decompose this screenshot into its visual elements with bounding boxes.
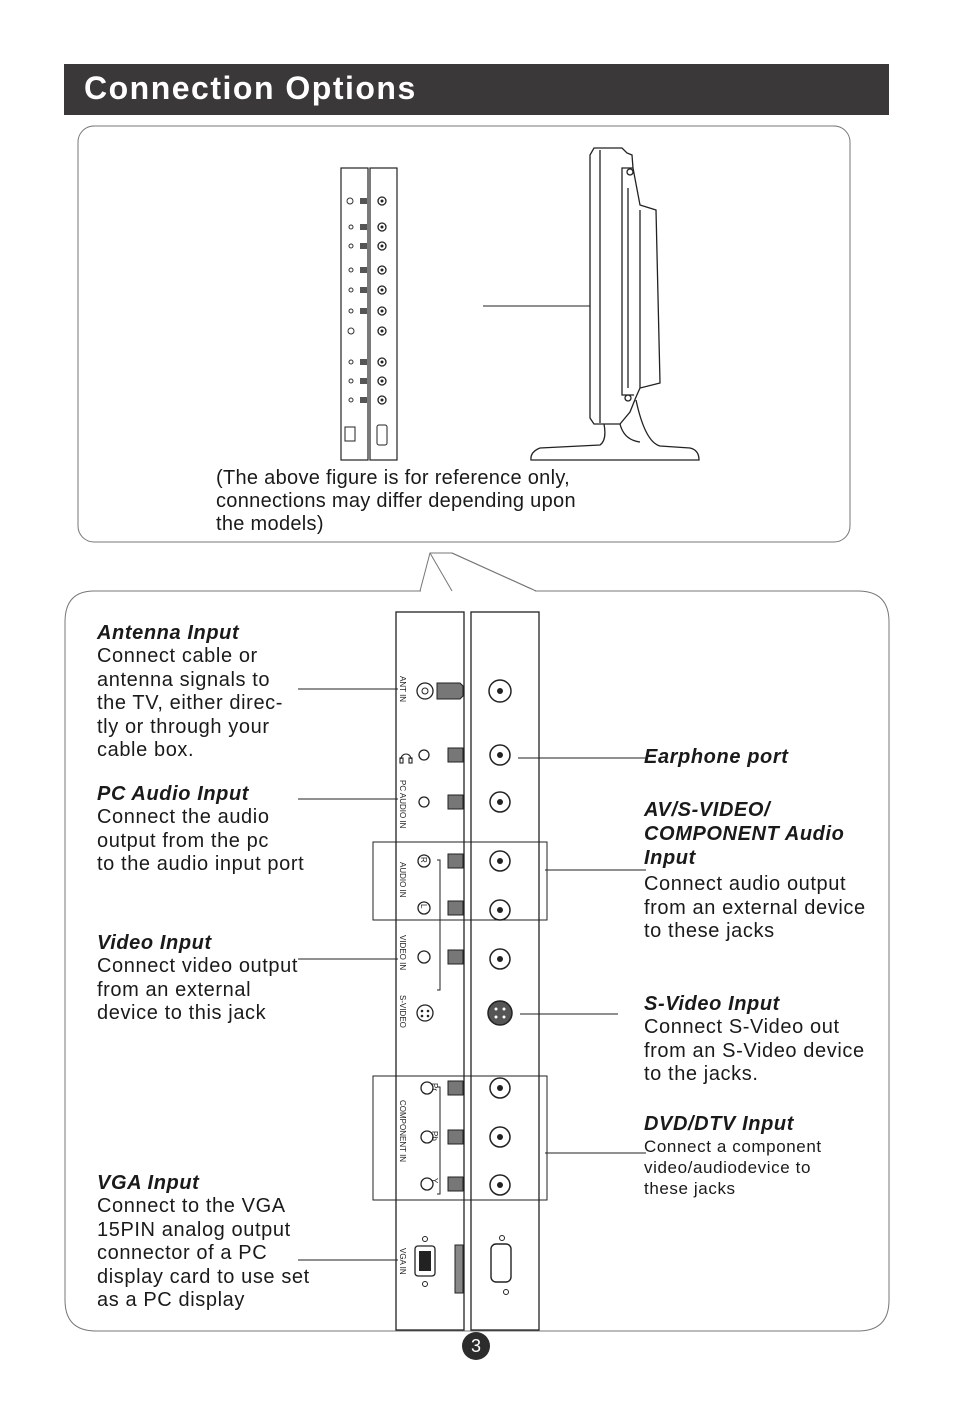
reference-caption: (The above figure is for reference only,…	[216, 467, 636, 536]
dvd-dtv-input-section: DVD/DTV Input Connect a component video/…	[644, 1112, 884, 1199]
caption-line: the models)	[216, 513, 324, 535]
section-title: DVD/DTV Input	[644, 1113, 795, 1135]
tv-side-view-icon	[530, 147, 700, 461]
label-audio-in: AUDIO IN	[398, 862, 407, 898]
section-body: Connect audio output from an external de…	[644, 873, 866, 942]
section-body: Connect to the VGA 15PIN analog output c…	[97, 1195, 310, 1311]
section-body: Connect cable or antenna signals to the …	[97, 645, 284, 761]
label-ant-in: ANT IN	[398, 676, 407, 702]
section-title: Earphone port	[644, 746, 789, 768]
rca-jack-icon	[417, 749, 434, 1191]
section-title: PC Audio Input	[97, 783, 250, 805]
s-video-input-section: S-Video Input Connect S-Video out from a…	[644, 992, 884, 1087]
caption-line: connections may differ depending upon	[216, 490, 576, 512]
label-vga-in: VGA IN	[398, 1248, 407, 1275]
page-title: Connection Options	[84, 70, 417, 106]
label-r: R	[419, 857, 428, 863]
section-body: Connect the audio output from the pc to …	[97, 806, 305, 875]
section-body: Connect a component video/audiodevice to…	[644, 1137, 822, 1198]
video-input-section: Video Input Connect video output from an…	[97, 931, 337, 1026]
pc-audio-input-section: PC Audio Input Connect the audio output …	[97, 782, 337, 877]
section-title: VGA Input	[97, 1172, 200, 1194]
page-header: Connection Options	[64, 64, 889, 115]
label-component-in: COMPONENT IN	[398, 1100, 407, 1162]
label-video-in: VIDEO IN	[398, 935, 407, 970]
reference-box	[77, 125, 851, 543]
label-l: L	[419, 904, 428, 909]
headphone-icon	[399, 753, 413, 764]
connector-panel-diagram: ANT IN PC AUDIO IN AUDIO IN VIDEO IN S-V…	[372, 611, 548, 1331]
s-video-port-icon	[416, 1004, 434, 1022]
mini-panel-diagram	[340, 167, 398, 461]
section-title: AV/S-VIDEO/ COMPONENT Audio Input	[644, 799, 845, 869]
caption-line: (The above figure is for reference only,	[216, 467, 571, 489]
detail-box	[64, 552, 890, 1332]
section-title: S-Video Input	[644, 993, 780, 1015]
section-body: Connect video output from an external de…	[97, 955, 299, 1024]
page-number: 3	[462, 1332, 490, 1360]
antenna-input-section: Antenna Input Connect cable or antenna s…	[97, 621, 337, 763]
section-body: Connect S-Video out from an S-Video devi…	[644, 1016, 865, 1085]
earphone-port-section: Earphone port	[644, 745, 884, 769]
section-title: Video Input	[97, 932, 212, 954]
label-pr: Pr	[430, 1083, 439, 1091]
vga-port-icon	[414, 1236, 464, 1294]
vga-input-section: VGA Input Connect to the VGA 15PIN analo…	[97, 1171, 337, 1313]
label-y: Y	[430, 1178, 439, 1184]
label-s-video: S-VIDEO	[398, 995, 407, 1028]
coax-antenna-icon	[416, 682, 464, 700]
av-audio-input-section: AV/S-VIDEO/ COMPONENT Audio Input Connec…	[644, 798, 884, 944]
leader-lines	[298, 688, 646, 1261]
section-title: Antenna Input	[97, 622, 240, 644]
label-pb: Pb	[430, 1131, 439, 1141]
label-pc-audio-in: PC AUDIO IN	[398, 780, 407, 829]
